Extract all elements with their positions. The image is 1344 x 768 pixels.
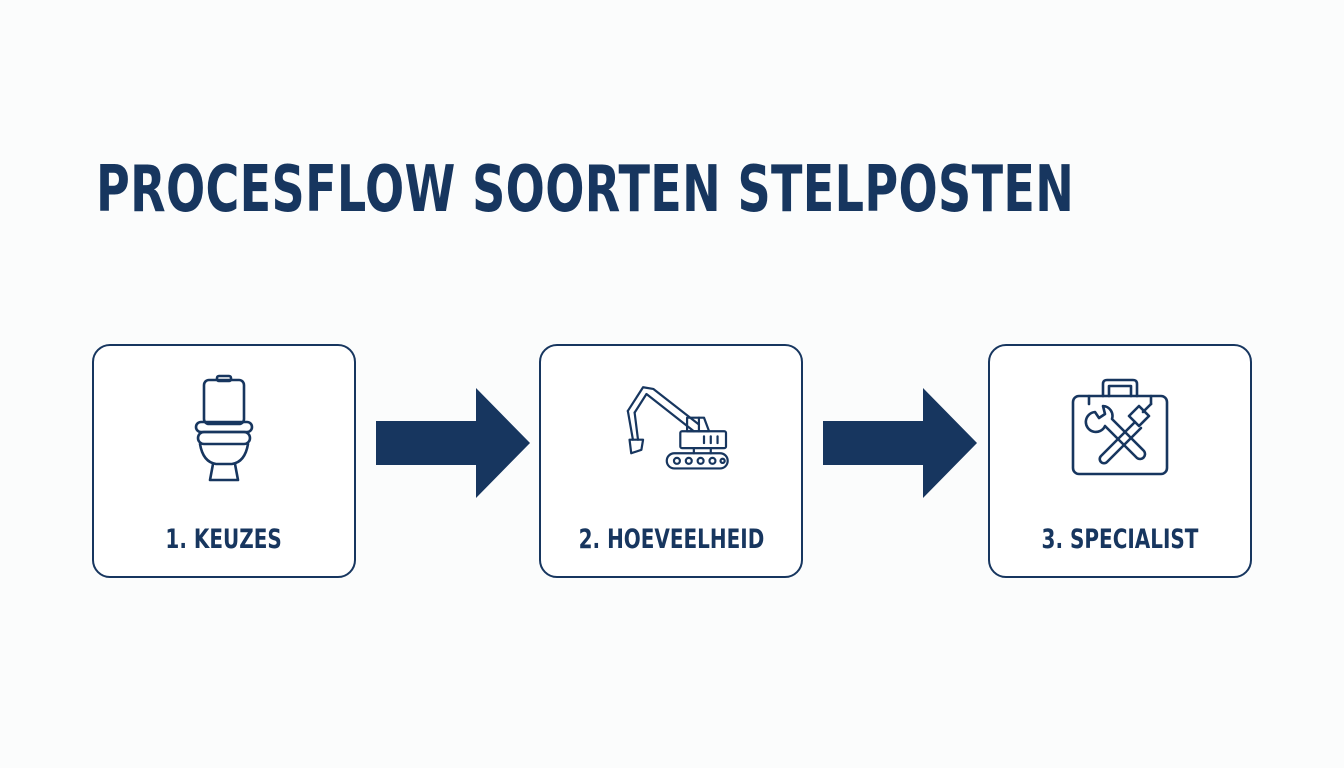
toilet-icon xyxy=(94,372,354,482)
step-1-box: 1. KEUZES xyxy=(92,344,356,578)
step-2-label: 2. HOEVEELHEID xyxy=(541,522,801,558)
page-title: PROCESFLOW SOORTEN STELPOSTEN xyxy=(96,153,1075,227)
step-1-label-text: 1. KEUZES xyxy=(165,524,283,555)
step-3-label: 3. SPECIALIST xyxy=(990,522,1250,558)
toolbox-icon xyxy=(990,372,1250,482)
step-1-label: 1. KEUZES xyxy=(94,522,354,558)
arrow-right-icon xyxy=(376,388,530,498)
step-2-box: 2. HOEVEELHEID xyxy=(539,344,803,578)
arrow-right-icon xyxy=(823,388,977,498)
excavator-icon xyxy=(541,372,801,482)
step-2-label-text: 2. HOEVEELHEID xyxy=(578,524,764,555)
step-3-box: 3. SPECIALIST xyxy=(988,344,1252,578)
step-3-label-text: 3. SPECIALIST xyxy=(1041,524,1199,555)
